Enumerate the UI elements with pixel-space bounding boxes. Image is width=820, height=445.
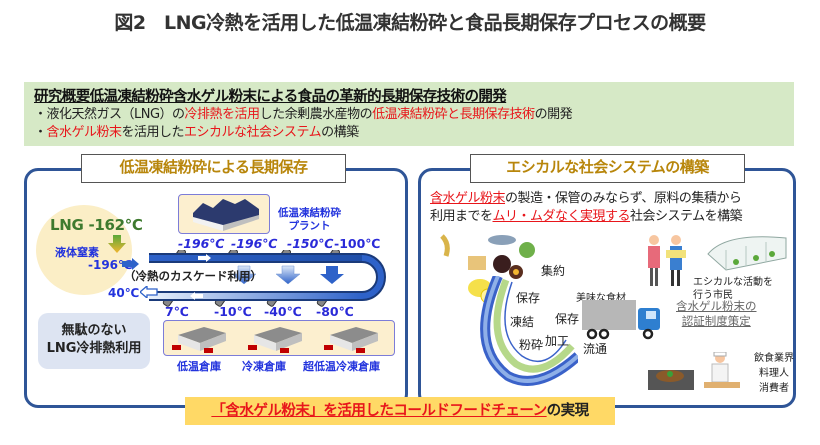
research-summary: 研究概要低温凍結粉砕含水ゲル粉末による食品の革新的長期保存技術の開発 ・液化天然… <box>24 82 794 146</box>
cert-line: 認証制度策定 <box>681 314 751 328</box>
bottom-temp: -80℃ <box>316 304 354 319</box>
top-temp: -196℃ <box>231 236 278 251</box>
plant-label-line: プラント <box>288 220 331 232</box>
citizens-line: 行う市民 <box>693 290 733 301</box>
warehouses-image <box>163 320 395 356</box>
farmers-icon <box>648 235 686 286</box>
liquid-nitrogen-label: 液体窒素 <box>55 246 99 259</box>
certification-label: 含水ゲル粉末の 認証制度策定 <box>676 299 757 329</box>
highlight: 含水ゲル粉末 <box>46 125 123 140</box>
top-temp: -150℃ <box>287 236 334 251</box>
cascade-arrow-icon <box>231 265 257 285</box>
highlight: 冷排熱を活用 <box>184 107 261 122</box>
warehouse-label: 超低温冷凍倉庫 <box>303 360 380 373</box>
top-temp: -196℃ <box>178 236 225 251</box>
warehouse-icons <box>172 327 378 353</box>
plant-label-line: 低温凍結粉砕 <box>278 207 341 219</box>
food-line: 消費者 <box>759 383 789 394</box>
food-line: 料理人 <box>759 368 789 379</box>
cold-food-chain-banner: 「含水ゲル粉末」を活用したコールドフードチェーンの実現 <box>185 397 615 425</box>
right-panel-title: エシカルな社会システムの構築 <box>470 154 745 183</box>
waste-box-line: 無駄のない <box>61 323 127 338</box>
outlet-temp: 40℃ <box>108 286 140 300</box>
top-temp: -100℃ <box>334 236 381 251</box>
factory-icon <box>193 199 259 231</box>
summary-line-2: ・含水ゲル粉末を活用したエシカルな社会システムの構築 <box>34 124 784 142</box>
banner-text: の実現 <box>546 403 590 419</box>
ethical-citizens-label: エシカルな活動を 行う市民 <box>693 276 773 302</box>
label-distribution: 流通 <box>583 342 608 356</box>
text: の開発 <box>534 107 573 122</box>
left-panel-title: 低温凍結粉砕による長期保存 <box>81 154 346 183</box>
text: ・ <box>34 125 47 140</box>
text: 利用までを <box>430 209 493 224</box>
lng-temp-label: LNG -162℃ <box>50 216 143 234</box>
text: した余剰農水産物の <box>259 107 373 122</box>
highlight: 低温凍結粉砕と長期保存技術 <box>372 107 535 122</box>
banner-highlight: 「含水ゲル粉末」を活用したコールドフードチェーン <box>211 403 547 419</box>
label-storage-1: 保存 <box>516 291 541 305</box>
food-industry-label: 飲食業界 料理人 消費者 <box>754 351 794 396</box>
label-aggregate: 集約 <box>541 264 566 278</box>
label-freeze: 凍結 <box>510 315 535 329</box>
inflow-arrow-icon <box>122 258 139 270</box>
label-pulverize: 粉砕 <box>519 338 544 352</box>
plant-label: 低温凍結粉砕 プラント <box>278 207 341 233</box>
process-arc-diagram <box>480 276 578 386</box>
greenhouse-icon <box>707 236 787 271</box>
intro-line-2: 利用までをムリ・ムダなく実現する社会システムを構築 <box>430 208 743 226</box>
warehouse-label: 冷凍倉庫 <box>242 360 286 373</box>
highlight: ムリ・ムダなく実現する <box>492 209 631 224</box>
text: 社会システムを構築 <box>630 209 743 224</box>
citizens-line: エシカルな活動を <box>693 277 773 288</box>
summary-line-1: ・液化天然ガス（LNG）の冷排熱を活用した余剰農水産物の低温凍結粉砕と長期保存技… <box>34 106 784 124</box>
cascade-arrow-icon <box>320 266 344 284</box>
plant-image <box>178 194 270 234</box>
label-storage-2: 保存 <box>555 312 580 326</box>
intro-line-1: 含水ゲル粉末の製造・保管のみならず、原料の集積から <box>430 190 742 208</box>
summary-heading: 研究概要低温凍結粉砕含水ゲル粉末による食品の革新的長期保存技術の開発 <box>34 89 507 105</box>
bottom-temp: -10℃ <box>214 304 252 319</box>
bottom-temp: -40℃ <box>264 304 302 319</box>
text: の製造・保管のみならず、原料の集積から <box>505 191 742 206</box>
text: を活用した <box>121 125 185 140</box>
figure-title: 図2 LNG冷熱を活用した低温凍結粉砕と食品長期保存プロセスの概要 <box>114 12 706 34</box>
text: ・液化天然ガス（LNG）の <box>34 107 185 122</box>
cascade-pipe-diagram <box>149 250 386 307</box>
bottom-temp: 7℃ <box>165 304 189 319</box>
down-arrow-icon <box>108 235 126 253</box>
label-process: 加工 <box>545 334 570 348</box>
liquid-nitrogen-temp: -196℃ <box>88 258 133 272</box>
lng-waste-heat-box: 無駄のない LNG冷排熱利用 <box>38 313 150 369</box>
truck-icon <box>582 300 660 340</box>
highlight: 含水ゲル粉末 <box>430 191 506 206</box>
cascade-arrow-icon <box>275 265 301 285</box>
cascade-label: （冷熱のカスケード利用） <box>124 269 262 283</box>
warehouse-label: 低温倉庫 <box>177 360 221 373</box>
cert-line: 含水ゲル粉末の <box>676 299 757 313</box>
food-line: 飲食業界 <box>754 353 794 364</box>
highlight: エシカルな社会システム <box>184 125 322 140</box>
text: の構築 <box>321 125 359 140</box>
cooking-chef-icon <box>648 352 740 390</box>
label-delicious-food: 美味な食材 <box>576 293 626 304</box>
outflow-arrow-icon <box>140 286 158 298</box>
right-panel-intro: 含水ゲル粉末の製造・保管のみならず、原料の集積から 利用までをムリ・ムダなく実現… <box>430 190 743 226</box>
waste-box-line: LNG冷排熱利用 <box>46 341 142 356</box>
